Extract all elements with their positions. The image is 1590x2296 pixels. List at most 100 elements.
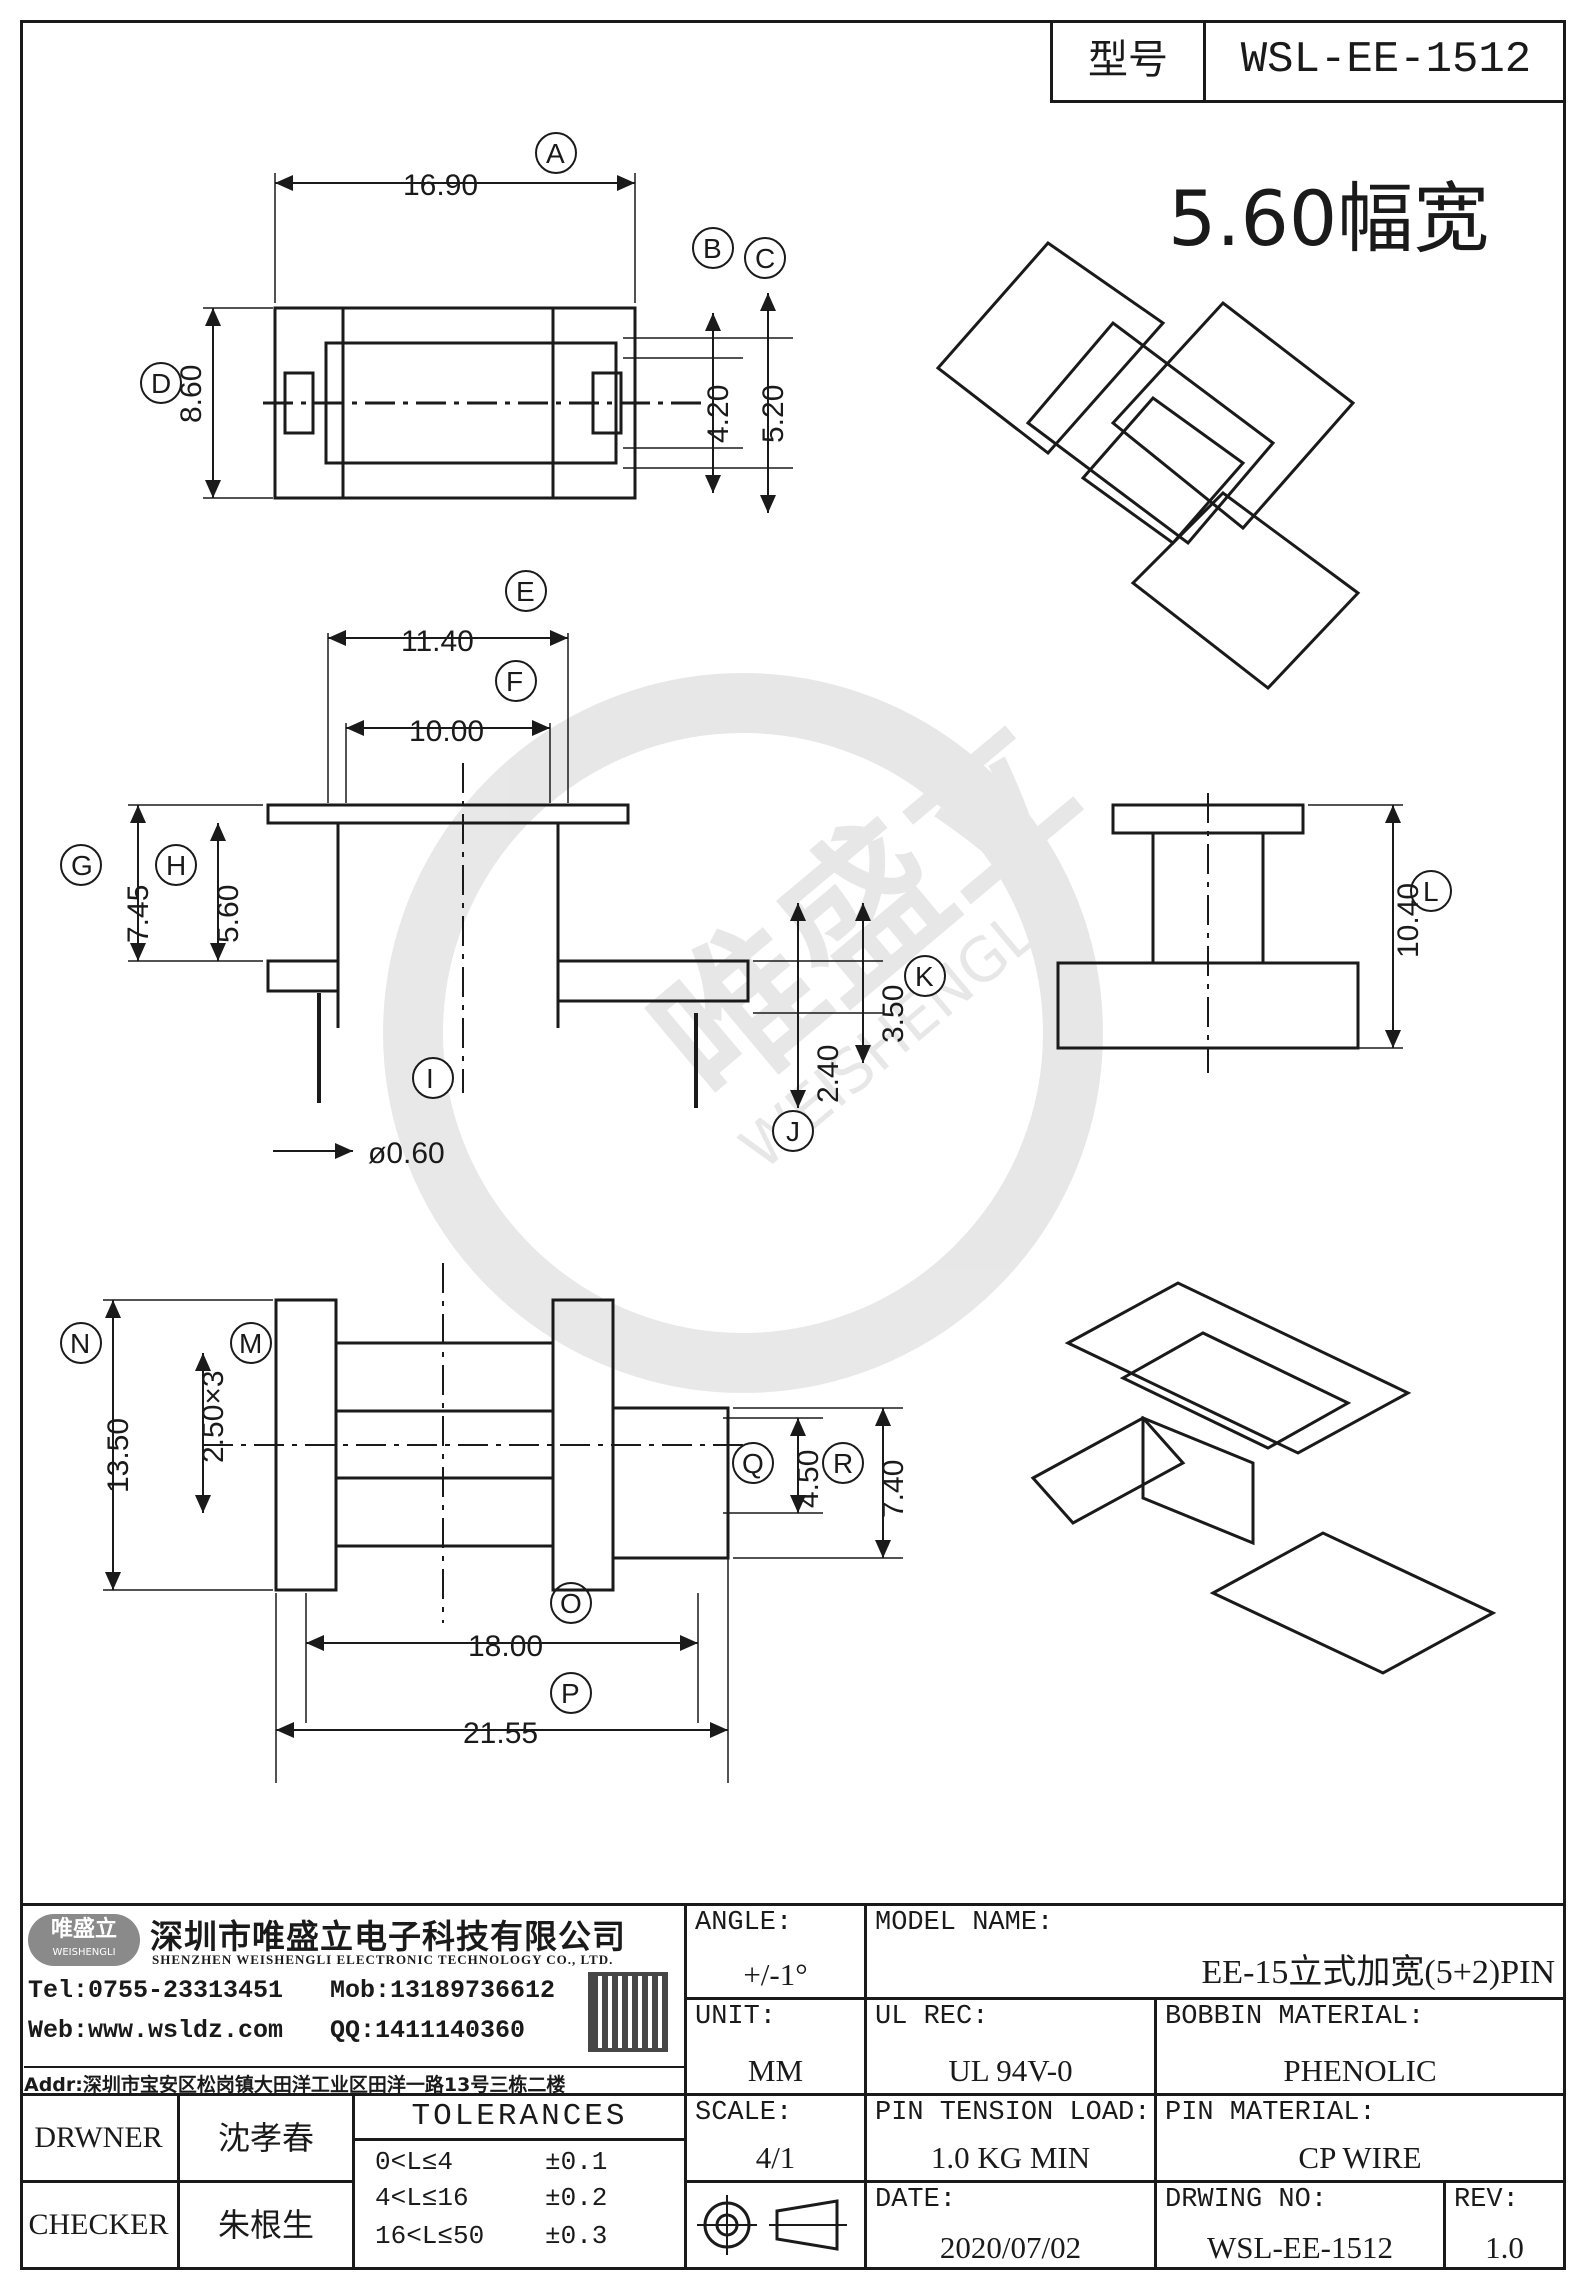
dim-K-value: 3.50: [877, 985, 910, 1043]
svg-text:B: B: [703, 233, 722, 264]
svg-text:G: G: [71, 850, 93, 881]
model-name-cell: MODEL NAME: EE-15立式加宽(5+2)PIN: [867, 1903, 1566, 2000]
dim-J-value: 2.40: [812, 1045, 845, 1103]
tolerance-row: 4<L≤16 ±0.2: [355, 2181, 684, 2221]
tolerance-row: 0<L≤4 ±0.1: [355, 2141, 684, 2181]
dim-H-value: 5.60: [212, 885, 245, 943]
dim-M-value: 2.50×3: [197, 1370, 230, 1463]
ul-rec-label: UL REC:: [875, 2002, 989, 2032]
front-view-top-flange: [266, 803, 630, 825]
drawing-no-label: DRWING NO:: [1165, 2185, 1328, 2215]
company-tel: Tel:0755-23313451: [28, 1976, 284, 2005]
model-value: WSL-EE-1512: [1240, 35, 1532, 85]
svg-text:J: J: [786, 1116, 800, 1147]
watermark-ring: [383, 673, 1103, 1393]
drawer-label-cell: DRWNER: [20, 2096, 180, 2183]
tolerance-value: ±0.3: [545, 2221, 608, 2251]
sheet-border: [20, 20, 1566, 2270]
svg-text:F: F: [506, 666, 523, 697]
svg-text:L: L: [1423, 876, 1439, 907]
third-angle-projection-icon: [697, 2195, 847, 2255]
dim-G-value: 7.45: [122, 885, 155, 943]
projection-symbol-cell: [687, 2183, 867, 2270]
date-cell: DATE: 2020/07/02: [867, 2183, 1157, 2270]
tolerance-range: 0<L≤4: [375, 2147, 454, 2177]
pin-tension-value: 1.0 KG MIN: [930, 2140, 1091, 2175]
date-label: DATE:: [875, 2185, 957, 2215]
company-qq: QQ:1411140360: [330, 2016, 526, 2045]
company-name-en: SHENZHEN WEISHENGLI ELECTRONIC TECHNOLOG…: [152, 1952, 614, 1967]
balloon-letters: A B C D E F G H I J K L M N O P Q R: [70, 138, 1439, 1709]
checker-label: CHECKER: [28, 2208, 169, 2241]
company-name-cn: 深圳市唯盛立电子科技有限公司: [150, 1917, 626, 1956]
revision-cell: REV: 1.0: [1446, 2183, 1566, 2270]
drawing-canvas: 唯盛立 WEISHENGLI: [60, 132, 1497, 1783]
svg-text:R: R: [833, 1448, 853, 1479]
tolerance-range: 16<L≤50: [375, 2221, 485, 2251]
tolerance-value: ±0.2: [545, 2183, 608, 2213]
company-logo-text: 唯盛立: [50, 1917, 117, 1942]
company-address: Addr:深圳市宝安区松岗镇大田洋工业区田洋一路13号三栋二楼: [24, 2066, 684, 2093]
pin-tension-cell: PIN TENSION LOAD: 1.0 KG MIN: [867, 2096, 1157, 2183]
model-label: 型号: [1053, 20, 1206, 100]
pin-tension-label: PIN TENSION LOAD:: [875, 2098, 1151, 2128]
bottom-view: [103, 1263, 903, 1783]
front-view: [128, 630, 883, 1159]
model-name-value: EE-15立式加宽(5+2)PIN: [1201, 1954, 1555, 1991]
side-view: [1056, 793, 1403, 1073]
ul-rec-cell: UL REC: UL 94V-0: [867, 2000, 1157, 2096]
bobbin-material-label: BOBBIN MATERIAL:: [1165, 2002, 1425, 2032]
svg-text:D: D: [151, 368, 171, 399]
svg-text:I: I: [426, 1063, 434, 1094]
svg-text:A: A: [546, 138, 565, 169]
width-note: 5.60幅宽: [1168, 174, 1489, 263]
dim-B-value: 4.20: [702, 385, 735, 443]
dim-O-value: 18.00: [468, 1630, 543, 1663]
angle-label: ANGLE:: [695, 1908, 793, 1938]
scale-value: 4/1: [755, 2140, 796, 2175]
dim-E-value: 11.40: [401, 625, 474, 658]
isometric-view-bottom: [1030, 1281, 1497, 1675]
date-value: 2020/07/02: [939, 2230, 1082, 2265]
company-logo: 唯盛立 WEISHENGLI: [28, 1914, 140, 1966]
dim-N-value: 13.50: [102, 1418, 135, 1493]
dimension-balloons: [60, 132, 1452, 1714]
checker-value-cell: 朱根生: [180, 2183, 355, 2270]
unit-value: MM: [747, 2053, 804, 2088]
svg-text:E: E: [516, 576, 535, 607]
angle-cell: ANGLE: +/-1°: [687, 1903, 867, 2000]
dim-D-value: 8.60: [175, 365, 208, 423]
pin-material-label: PIN MATERIAL:: [1165, 2098, 1376, 2128]
tolerances-cell: TOLERANCES 0<L≤4 ±0.1 4<L≤16 ±0.2 16<L≤5…: [355, 2096, 687, 2270]
pin-material-value: CP WIRE: [1298, 2140, 1422, 2175]
technical-drawing: 唯盛立 WEISHENGLI: [23, 23, 1563, 1903]
tolerance-range: 4<L≤16: [375, 2183, 469, 2213]
scale-label: SCALE:: [695, 2098, 793, 2128]
isometric-view-top: [935, 241, 1361, 691]
dim-F-value: 10.00: [409, 715, 484, 748]
top-view: [203, 173, 793, 513]
revision-value: 1.0: [1485, 2230, 1524, 2265]
company-info-cell: 唯盛立 WEISHENGLI 深圳市唯盛立电子科技有限公司 SHENZHEN W…: [20, 1903, 687, 2096]
svg-text:H: H: [166, 850, 186, 881]
scale-cell: SCALE: 4/1: [687, 2096, 867, 2183]
dim-A-value: 16.90: [403, 169, 478, 202]
model-header-box: 型号 WSL-EE-1512: [1050, 20, 1566, 103]
revision-label: REV:: [1454, 2185, 1519, 2215]
svg-text:P: P: [561, 1678, 580, 1709]
dim-C-value: 5.20: [757, 385, 790, 443]
company-mob: Mob:13189736612: [330, 1976, 556, 2005]
drawing-no-value: WSL-EE-1512: [1207, 2230, 1393, 2265]
bobbin-material-value: PHENOLIC: [1283, 2053, 1437, 2088]
dim-P-value: 21.55: [463, 1717, 538, 1750]
drawing-no-cell: DRWING NO: WSL-EE-1512: [1157, 2183, 1446, 2270]
svg-text:N: N: [70, 1328, 90, 1359]
dim-I-value: ø0.60: [368, 1137, 445, 1170]
ul-rec-value: UL 94V-0: [948, 2053, 1073, 2088]
company-logo-sub: WEISHENGLI: [52, 1947, 116, 1958]
tolerance-value: ±0.1: [545, 2147, 608, 2177]
svg-text:O: O: [560, 1588, 582, 1619]
svg-text:C: C: [755, 243, 775, 274]
title-block: 唯盛立 WEISHENGLI 深圳市唯盛立电子科技有限公司 SHENZHEN W…: [20, 1903, 1566, 2270]
